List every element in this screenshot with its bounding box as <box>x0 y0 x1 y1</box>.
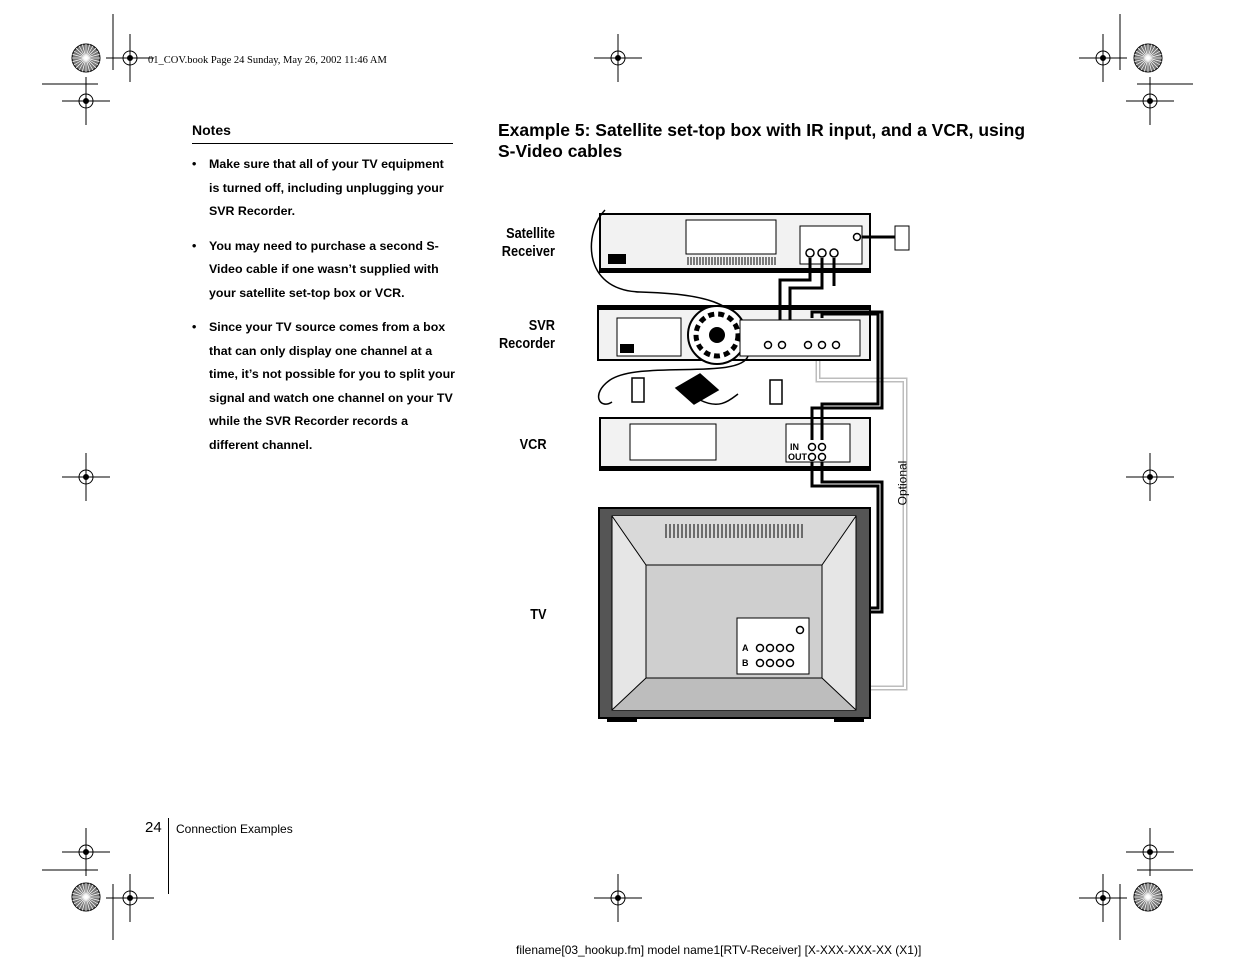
registration-mark <box>594 874 642 922</box>
note-text: You may need to purchase a second S-Vide… <box>209 238 439 300</box>
svr-recorder-label: SVR Recorder <box>498 318 555 352</box>
print-header: 01_COV.book Page 24 Sunday, May 26, 2002… <box>148 55 387 66</box>
starburst-mark <box>71 882 101 912</box>
vcr-in-label: IN <box>790 442 799 452</box>
satellite-receiver <box>590 209 910 341</box>
note-text: Since your TV source comes from a box th… <box>209 320 455 452</box>
tv-row-a-label: A <box>742 643 749 653</box>
registration-mark <box>1079 34 1127 82</box>
registration-mark <box>1079 874 1127 922</box>
registration-mark <box>62 77 110 125</box>
notes-list: • Make sure that all of your TV equipment… <box>192 153 457 468</box>
satellite-receiver-label: Satellite Receiver <box>501 226 555 260</box>
bullet: • <box>192 238 197 253</box>
registration-mark <box>62 453 110 501</box>
registration-mark <box>1126 828 1174 876</box>
tv-label: TV <box>530 607 547 623</box>
bullet: • <box>192 157 197 171</box>
registration-mark <box>106 34 154 82</box>
notes-heading: Notes <box>192 122 231 138</box>
connection-diagram: IN OUT A B <box>590 209 910 722</box>
file-footer: filename[03_hookup.fm] model name1[RTV-R… <box>516 943 922 957</box>
starburst-mark <box>71 43 101 73</box>
list-item: • You may need to purchase a second S-Vid… <box>192 235 457 306</box>
vcr: IN OUT <box>599 417 871 471</box>
registration-mark <box>1126 453 1174 501</box>
optional-label: Optional <box>895 460 910 506</box>
list-item: • Since your TV source comes from a box t… <box>192 316 457 457</box>
registration-mark <box>106 874 154 922</box>
registration-mark <box>1126 77 1174 125</box>
list-item: • Make sure that all of your TV equipment… <box>192 153 457 224</box>
tv-row-b-label: B <box>742 658 749 668</box>
page-divider <box>168 818 169 894</box>
registration-mark <box>594 34 642 82</box>
page-number: 24 <box>145 819 162 836</box>
example-title: Example 5: Satellite set-top box with IR… <box>498 120 1026 161</box>
tv: A B <box>598 507 871 722</box>
section-name: Connection Examples <box>176 822 293 836</box>
vcr-label: VCR <box>520 437 547 453</box>
power-and-phone <box>597 355 783 405</box>
registration-mark <box>62 828 110 876</box>
note-text: Make sure that all of your TV equipment … <box>209 157 444 218</box>
sat-to-svr-cables <box>778 258 836 320</box>
vcr-out-label: OUT <box>788 452 808 462</box>
bullet: • <box>192 320 197 334</box>
notes-divider <box>192 143 453 144</box>
starburst-mark <box>1133 882 1163 912</box>
starburst-mark <box>1133 43 1163 73</box>
